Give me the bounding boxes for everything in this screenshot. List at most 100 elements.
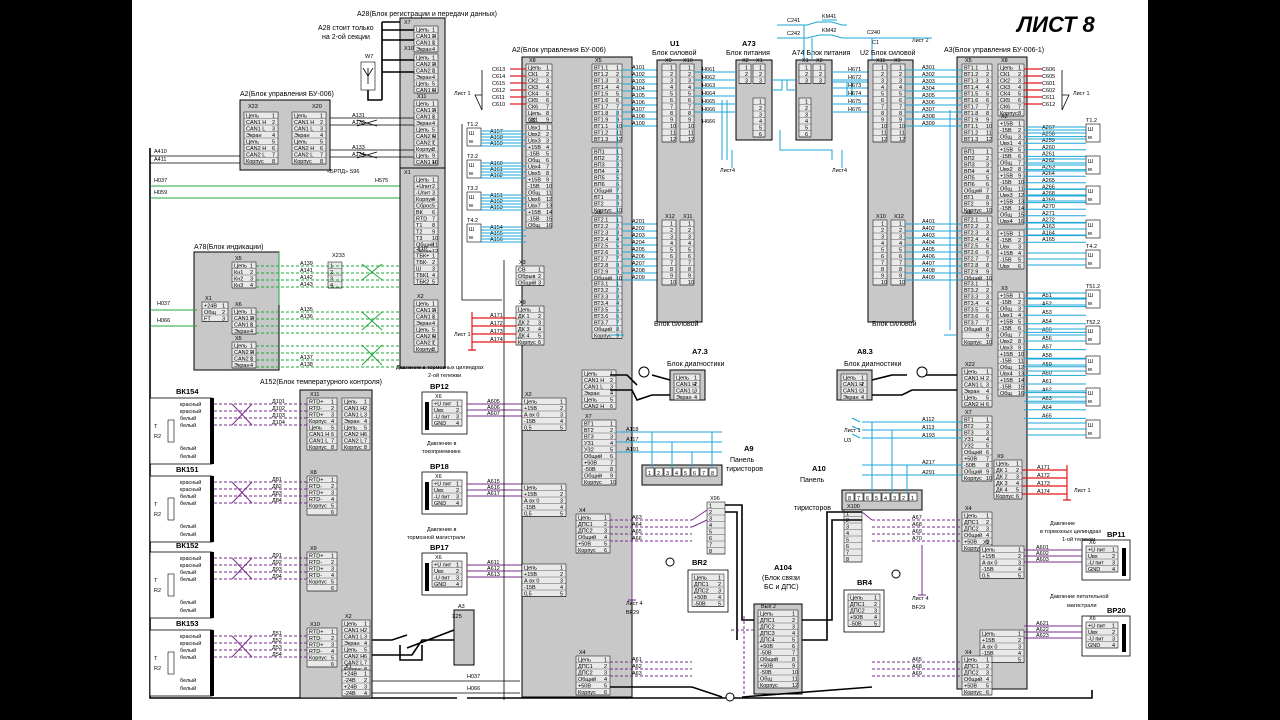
pin-row: -15В [528,151,540,157]
pin-row: Цепь [578,657,591,663]
pin-number: 10 [881,124,887,130]
connector-block [847,593,881,627]
pin-row: ВТ1.8 [964,111,978,117]
pin-number: 2 [610,428,613,434]
pin-number: 12 [986,137,992,143]
pin-row: +U пит [1088,623,1106,629]
pin-number: 4 [1018,141,1021,147]
pin-row: ВТ2 [584,428,594,434]
pin-row: 8 [846,557,849,563]
pin-row: Корпус [964,546,982,552]
pin-row: Кн1 [234,270,243,276]
wire-label: А205 [632,247,645,253]
pin-number: 4 [432,75,435,81]
pin-number: 5 [688,91,691,97]
pin-row: ВТ2.1 [964,217,978,223]
wire-label: А291 [922,470,935,476]
svg-text:5: 5 [875,496,878,502]
pin-number: 3 [560,412,563,418]
pin-number: 2 [250,350,253,356]
svg-text:м: м [1088,367,1092,373]
a10-pin [899,492,909,502]
pin-number: 4 [250,329,253,335]
a9-pin [681,467,691,477]
pin-row: Цепь [416,127,429,133]
pin-number: 2 [546,72,549,78]
pin-row: Корпус [578,690,596,696]
pin-row: Цепь [964,369,977,375]
pin-number: 7 [364,438,367,444]
label-km41: KM41 [822,14,836,20]
pin-row: Общий [964,275,982,282]
pin-row: СК2 [528,78,538,84]
pin-number: 4 [272,133,275,139]
pin-number: 3 [986,294,989,300]
pin-number: 15 [1018,212,1024,218]
label-c242: C242 [787,31,800,37]
pin-row: CAN1 H [344,406,364,412]
label-c241: C241 [787,18,800,24]
svg-text:8: 8 [711,471,714,477]
connector-label: X2 [983,540,990,546]
label-h037-top: Н037 [154,178,167,184]
svg-text:Ш: Ш [1088,223,1093,229]
pin-number: 5 [1018,147,1021,153]
pin-number: 1 [819,65,822,71]
pin-number: 2 [899,72,902,78]
pin-number: 5 [1018,573,1021,579]
pin-row: Кн3 [234,283,243,289]
pin-row: 0,5 [982,573,990,579]
block-u1: U1 Блок силовой X9123456789101112X101234… [652,39,703,328]
pin-number: 3 [986,162,989,168]
pin-number: 13 [1018,199,1024,205]
svg-text:м: м [469,203,473,209]
pin-number: 3 [432,40,435,46]
wire-label: А55 [1042,327,1052,333]
pin-number: 9 [688,117,691,123]
svg-text:м: м [1088,135,1092,141]
connector-label: X9 [997,454,1004,460]
pin-row: 0,5 [524,511,532,517]
pin-row: Цепь [234,263,247,269]
pin-number: 3 [805,112,808,118]
pin-row: +50В [578,541,591,547]
pin-number: 2 [718,582,721,588]
pin-number: 6 [432,334,435,340]
svg-text:белый: белый [180,576,196,583]
connector-label: X1 [802,58,809,64]
wire-label: А135 [300,307,313,313]
connector-label: X6 [435,474,442,480]
temperature-sensor: Шм [1027,419,1101,439]
pin-row: ДК 2 [518,320,530,326]
wire-label: А162 [490,173,503,179]
pin-row: А вх 0 [982,644,997,650]
a10-pin [854,492,864,502]
svg-text:Д53: Д53 [272,645,282,651]
pin-number: 3 [670,234,673,240]
svg-text:Д81: Д81 [272,477,282,483]
pin-row: Цепь [964,395,977,401]
connector-label: X9 [519,300,526,306]
pin-number: 3 [250,276,253,282]
pin-number: 8 [1018,339,1021,345]
pin-number: 12 [1018,365,1024,371]
pin-number: 5 [272,139,275,145]
wire-label: А301 [922,65,935,71]
connector-block [691,573,725,607]
pin-row: ВТ1.2 [964,130,978,136]
pin-number: 9 [986,333,989,339]
wire-label: А172 [490,321,503,327]
pin-row: +24В [204,303,217,309]
connector-label: X6 [965,210,972,216]
connector-label: X7 [585,414,592,420]
pin-row: CAN2 H [416,134,436,140]
wire-label: С614 [492,74,505,80]
pin-number: 1 [364,621,367,627]
label-bf29-left: BF29 [626,610,639,616]
pin-row: Uвх [434,488,444,494]
connector-label: X1 [756,58,763,64]
pin-number: 2 [432,308,435,314]
wire-label: А601 [1036,545,1049,551]
pin-row: ДПС1 [760,618,775,624]
